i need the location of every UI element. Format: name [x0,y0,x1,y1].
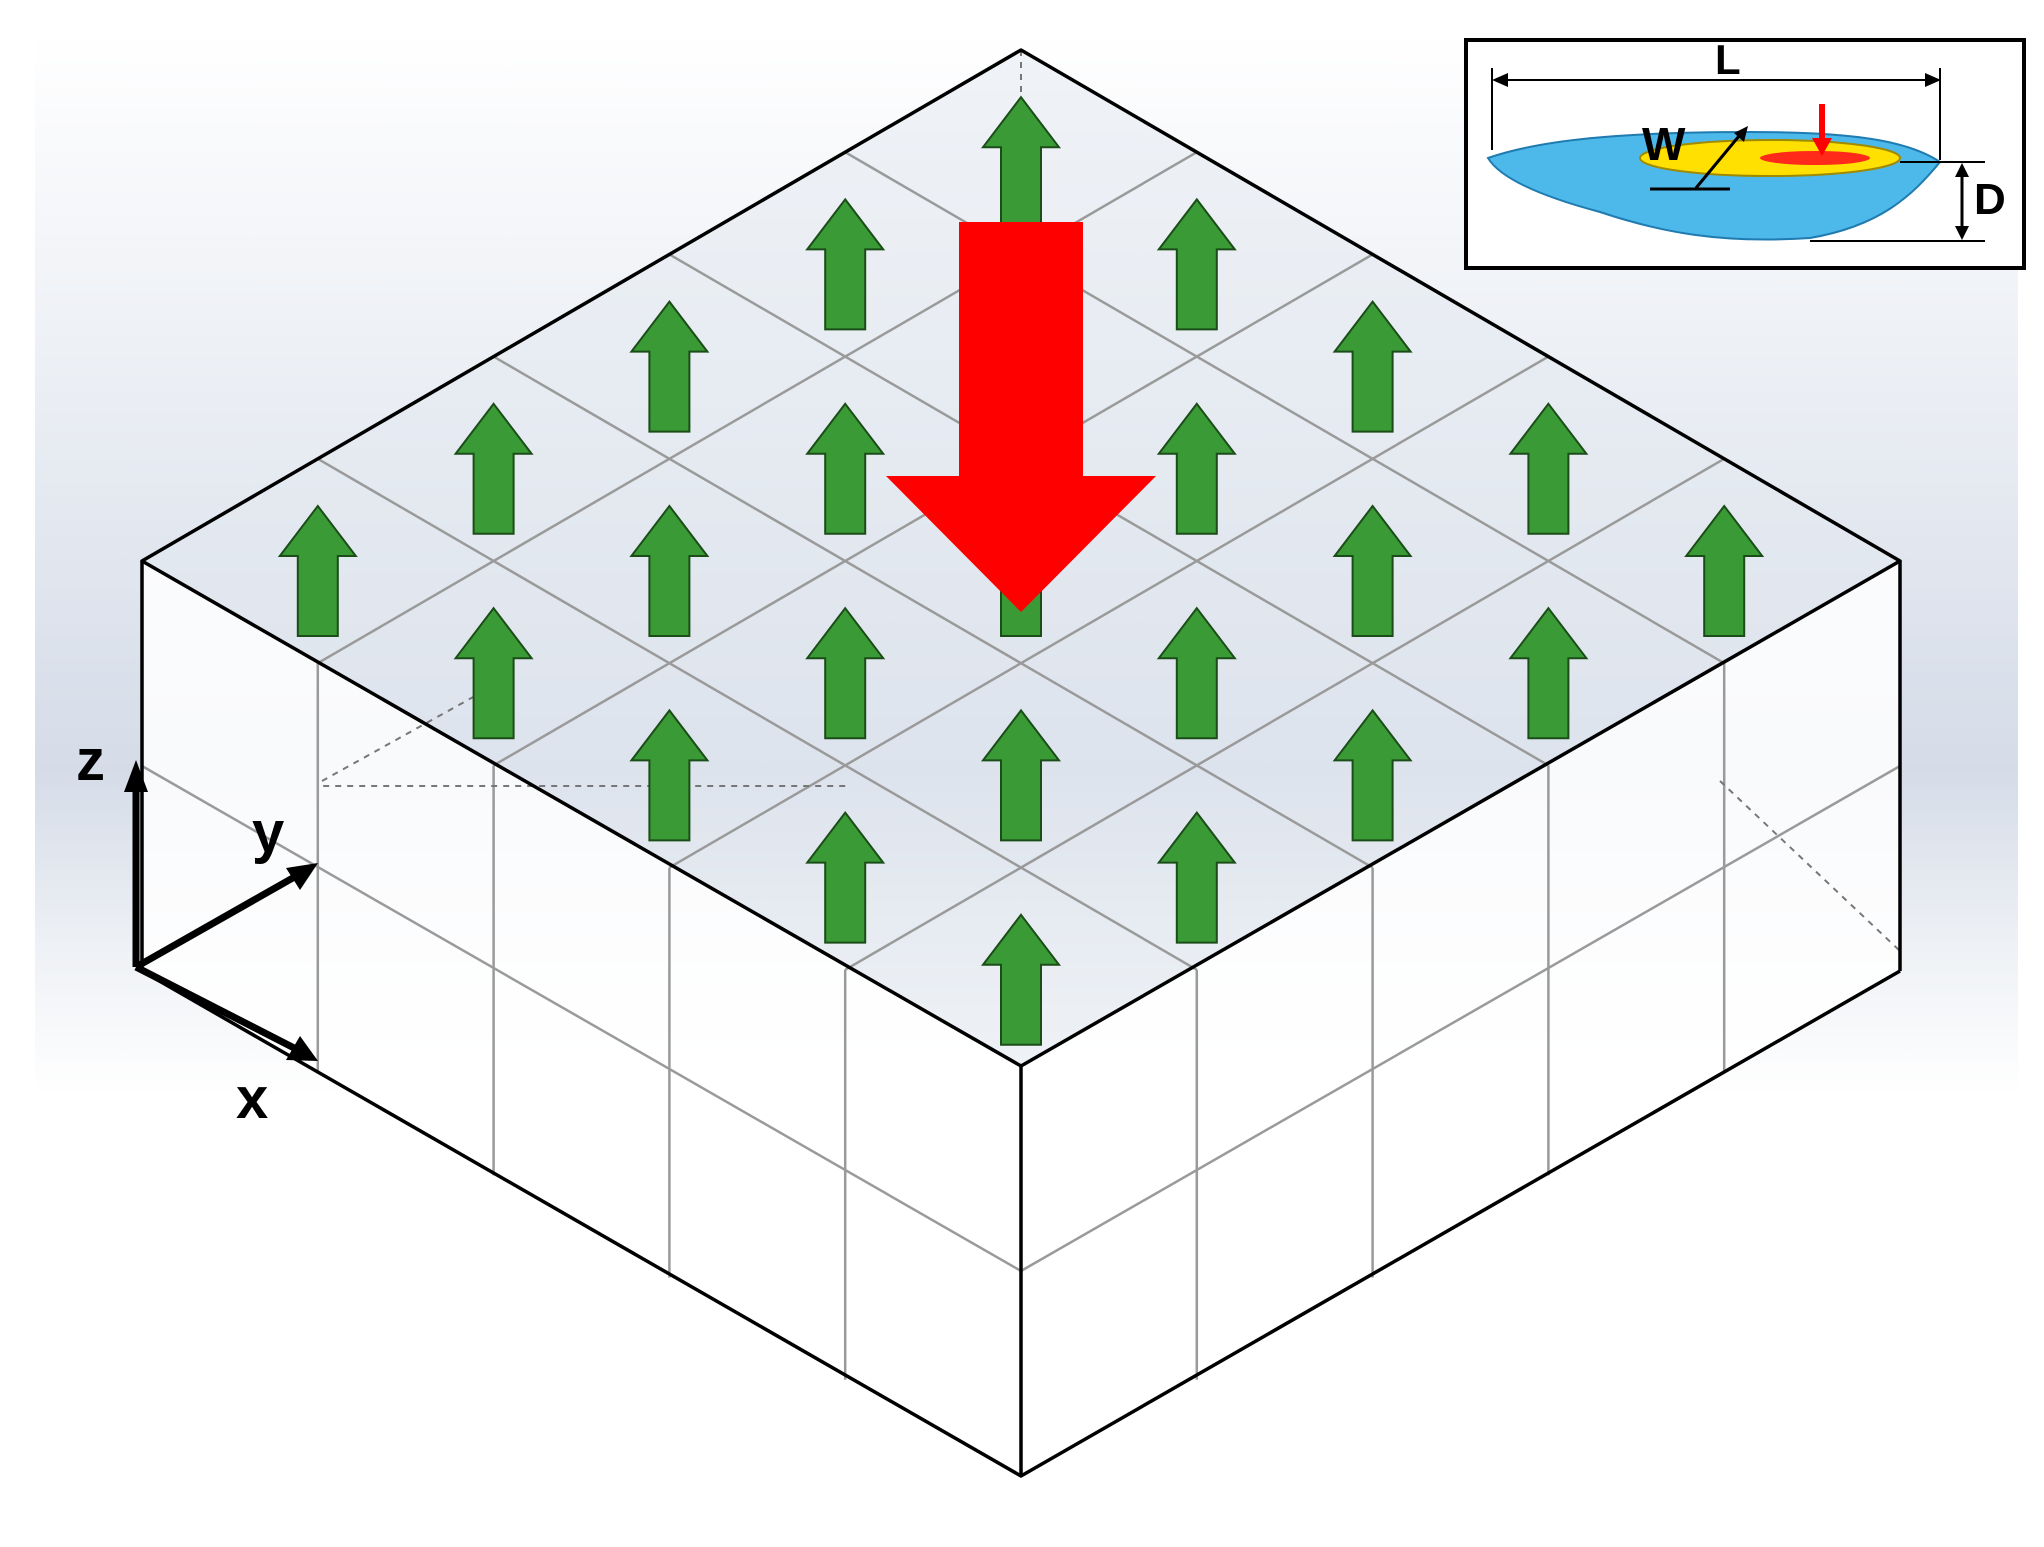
arrow-down-icon [886,222,1156,612]
arrow-up-icon [1508,402,1589,535]
bottom-outline [141,969,1901,1478]
top-grid-line [844,457,1725,971]
z-axis-arrowhead [124,760,148,792]
right-face-layer-line [1020,764,1901,1273]
inset-depth-arrowhead-top [1955,163,1969,177]
inset-inner-ellipse [1760,151,1870,165]
arrow-up-icon [1156,606,1237,740]
y-axis-label: y [252,800,284,865]
arrow-up-icon [1332,299,1413,433]
y-axis [134,871,300,971]
arrow-up-icon [805,197,886,331]
top-grid-line [492,355,1374,869]
arrow-up-icon [980,913,1062,1046]
arrow-up-icon [1156,810,1237,944]
inset-width-arrowhead [1734,126,1748,142]
inset-panel: L W D [1464,36,2026,270]
x-axis [134,963,300,1054]
coordinate-axes: z y x [76,728,318,1131]
x-axis-label: x [236,1066,268,1131]
inset-length-arrowhead-left [1492,73,1508,87]
hidden-line-right [1719,780,1901,952]
arrow-up-icon [629,504,710,637]
arrow-up-icon [1156,402,1237,535]
arrow-up-icon [805,810,886,944]
inset-depth-arrowhead-bottom [1955,226,1969,240]
downward-load-arrow [886,222,1156,612]
inset-load-arrow-head [1812,138,1832,156]
arrow-up-icon [629,299,710,433]
x-axis-arrowhead [286,1036,318,1061]
arrow-up-icon [453,606,534,740]
inset-depth-label: D [1974,175,2006,224]
arrow-up-icon [980,708,1062,842]
arrow-up-icon [629,708,710,842]
arrow-up-icon [1156,197,1237,331]
inset-width-label: W [1642,118,1686,170]
arrow-up-icon [805,402,886,535]
arrow-up-icon [453,402,534,535]
top-grid-line [668,355,1550,869]
y-axis-arrowhead [286,863,318,890]
inset-length-arrowhead-right [1925,73,1941,87]
arrow-up-icon [1684,504,1765,637]
inset-length-label: L [1715,36,1741,83]
inset-width-dimension [1694,129,1746,189]
block-outline [140,48,1902,1478]
arrow-up-icon [1332,708,1413,842]
arrow-up-icon [1332,504,1413,637]
arrow-up-icon [805,606,886,740]
left-face-layer-line [141,764,1022,1273]
arrow-up-icon [277,504,358,637]
hidden-line-left [321,680,503,782]
top-grid-line [317,457,1198,971]
arrow-up-icon [1508,606,1589,740]
z-axis-label: z [76,728,105,793]
upward-arrows [277,95,1765,1046]
